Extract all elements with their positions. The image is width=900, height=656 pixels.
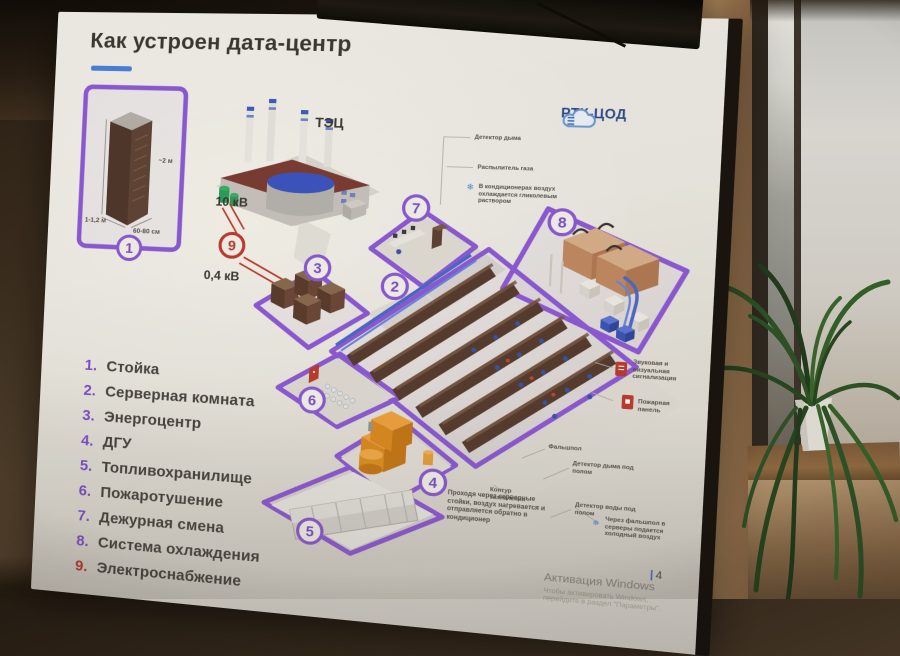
legend-number: 6.: [78, 482, 101, 501]
rack-width-label: 1-1,2 м: [85, 217, 107, 225]
power-plant-label: ТЭЦ: [315, 115, 344, 131]
annotation-conditioner: В кондиционерах воздух охлаждается глико…: [478, 184, 569, 208]
legend-label: ДГУ: [102, 433, 132, 452]
legend-number: 2.: [83, 382, 106, 401]
ceiling-shadow: [750, 0, 900, 22]
legend-label: Стойка: [106, 358, 160, 379]
projector-screen: Как устроен дата-центр РТК-ЦОД ТЭЦ 10 кВ…: [31, 12, 743, 656]
legend-number: 3.: [82, 407, 105, 426]
slide-title: Как устроен дата-центр: [90, 28, 353, 57]
snowflake-icon: ❄: [466, 182, 474, 192]
title-underline: [91, 66, 132, 71]
potted-plant: [700, 258, 900, 599]
legend-number: 8.: [76, 532, 99, 551]
legend-number: 1.: [84, 357, 107, 375]
slide: Как устроен дата-центр РТК-ЦОД ТЭЦ 10 кВ…: [51, 22, 714, 645]
legend-number: 7.: [77, 507, 100, 526]
rack-height-label: ~2 м: [158, 157, 173, 165]
page-number: |4: [650, 569, 663, 582]
rtk-cod-logo: РТК-ЦОД: [561, 106, 627, 123]
legend-number: 4.: [81, 432, 104, 451]
snowflake-icon: ❄: [592, 519, 599, 528]
cloud-icon: [560, 106, 600, 133]
voltage-low-label: 0,4 кВ: [203, 268, 239, 284]
annotation-smoke-detector: Детектор дыма: [474, 134, 521, 142]
legend: 1.Стойка 2.Серверная комната 3.Энергоцен…: [74, 357, 269, 600]
rack-depth-label: 60-80 см: [133, 228, 160, 236]
legend-number: 9.: [75, 557, 97, 576]
annotation-alarm: Звуковая и визуальная сигнализация: [632, 359, 694, 384]
voltage-high-label: 10 кВ: [215, 194, 248, 210]
legend-number: 5.: [80, 457, 103, 476]
